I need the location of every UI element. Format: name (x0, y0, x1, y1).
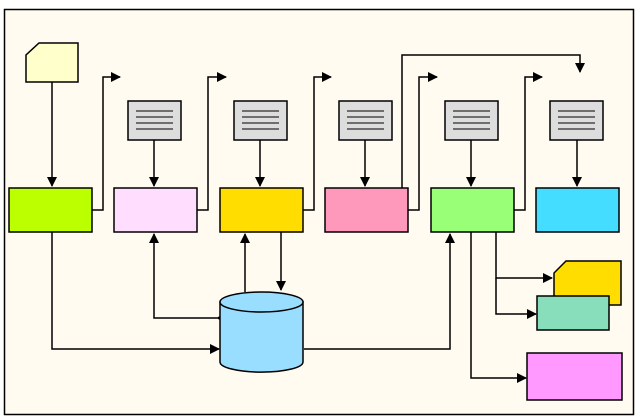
connector-process-4-to-top (401, 54, 585, 188)
process-5 (430, 187, 515, 233)
connectors (47, 54, 585, 383)
process-1 (8, 187, 93, 233)
database-icon (219, 291, 304, 373)
document-icon (233, 100, 288, 141)
connector-process-4-out (408, 72, 438, 211)
connector-process-1-out (92, 72, 121, 211)
document-icon (338, 100, 393, 141)
process-4 (324, 187, 409, 233)
connector-process-5-to-output-teal (495, 278, 537, 319)
connector-process-5-to-output-pink (470, 232, 527, 383)
connector-process-1-to-db (51, 232, 220, 354)
document-icon (127, 100, 182, 141)
output-teal (536, 295, 610, 331)
connector-process-3-out (303, 72, 332, 211)
connector-process-5-out (514, 72, 543, 211)
document-icon (549, 100, 604, 141)
process-2 (113, 187, 198, 233)
process-6 (535, 187, 620, 233)
connector-db-to-process-5 (304, 233, 455, 350)
start-card (25, 42, 79, 83)
process-3 (219, 187, 304, 233)
document-icon (444, 100, 499, 141)
connector-db-process-2 (149, 233, 226, 323)
connector-process-2-out (197, 72, 227, 211)
output-pink (526, 352, 623, 401)
